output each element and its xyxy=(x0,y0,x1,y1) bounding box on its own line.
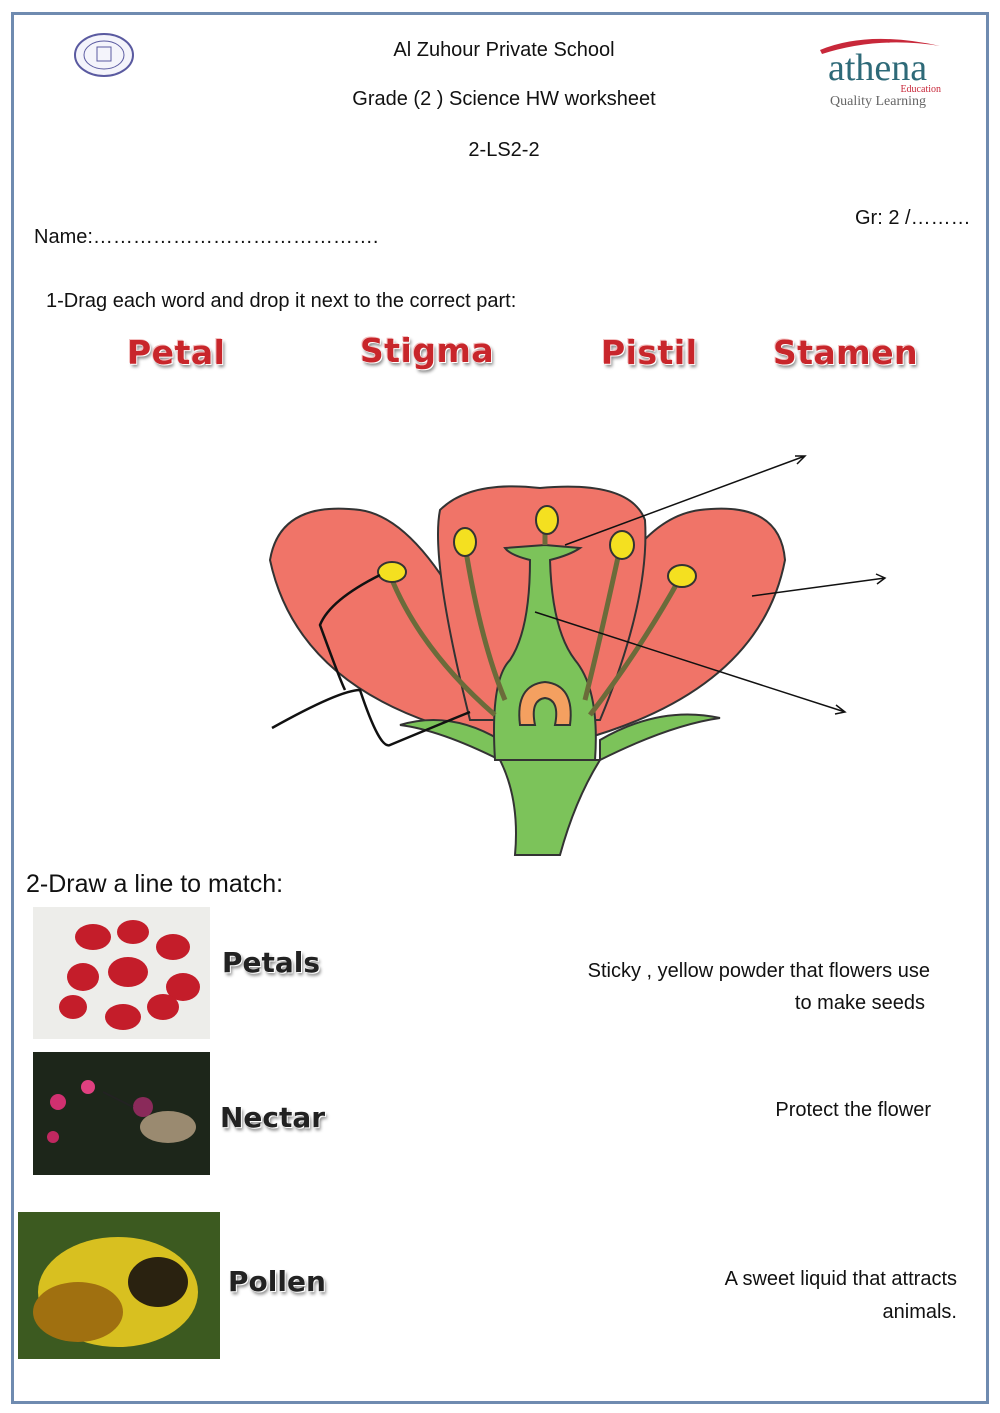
match-definition-3[interactable]: A sweet liquid that attracts animals. xyxy=(725,1263,957,1329)
athena-logo-tagline: Quality Learning xyxy=(830,94,927,109)
athena-logo: athena Education Quality Learning xyxy=(818,34,943,119)
school-seal-logo xyxy=(74,33,134,77)
hummingbird-image xyxy=(33,1052,210,1175)
stem xyxy=(498,759,602,856)
standard-code: 2-LS2-2 xyxy=(468,139,540,161)
definition-3-line1: A sweet liquid that attracts xyxy=(724,1268,957,1290)
athena-logo-education: Education xyxy=(900,84,941,95)
flower-diagram xyxy=(268,455,887,856)
athena-logo-text: athena xyxy=(828,47,928,89)
definition-3-line2: animals. xyxy=(882,1301,957,1323)
match-definition-2[interactable]: Protect the flower xyxy=(775,1099,931,1121)
stamen-filaments xyxy=(387,525,683,717)
drag-word-pistil[interactable]: Pistil xyxy=(601,333,698,372)
q2-instruction: 2-Draw a line to match: xyxy=(26,870,284,898)
definition-1-line1: Sticky , yellow powder that flowers use xyxy=(587,960,930,982)
match-term-nectar[interactable]: Nectar xyxy=(220,1101,326,1134)
grade-field[interactable]: Gr: 2 /……… xyxy=(855,207,971,229)
anthers xyxy=(377,505,697,588)
bee-pollen-image xyxy=(18,1212,220,1359)
drawn-line xyxy=(271,573,471,747)
match-term-petals[interactable]: Petals xyxy=(222,946,321,979)
petal-left xyxy=(268,507,502,742)
drag-word-petal[interactable]: Petal xyxy=(127,333,226,372)
q1-instruction: 1-Drag each word and drop it next to the… xyxy=(46,290,517,312)
ovary xyxy=(518,680,572,726)
drag-word-stamen[interactable]: Stamen xyxy=(773,333,919,372)
school-name: Al Zuhour Private School xyxy=(393,39,615,61)
definition-1-line2: to make seeds xyxy=(794,992,925,1014)
match-term-pollen[interactable]: Pollen xyxy=(228,1265,326,1298)
rose-petals-image xyxy=(33,907,210,1039)
worksheet-title: Grade (2 ) Science HW worksheet xyxy=(352,88,656,110)
name-field[interactable]: Name:……………………………………. xyxy=(34,226,379,248)
page-border xyxy=(11,12,989,1404)
match-definition-1[interactable]: Sticky , yellow powder that flowers use … xyxy=(588,955,930,1019)
drag-word-stigma[interactable]: Stigma xyxy=(360,331,495,370)
label-arrows xyxy=(534,455,887,715)
